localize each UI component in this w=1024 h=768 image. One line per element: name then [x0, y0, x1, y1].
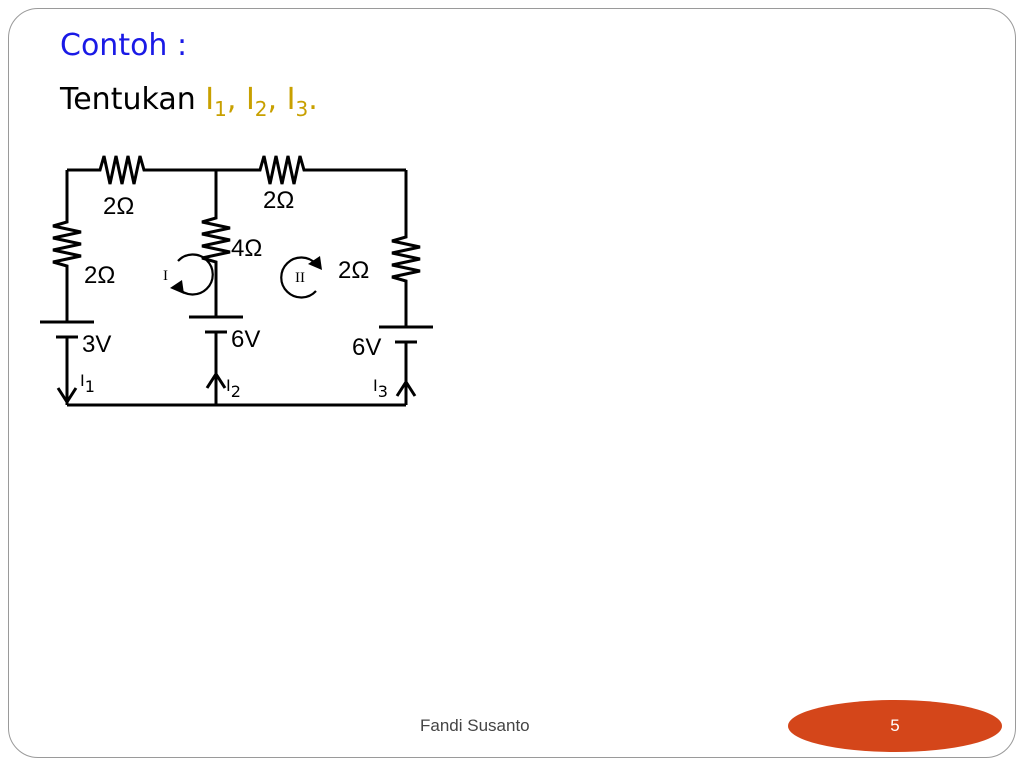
footer-author: Fandi Susanto [420, 716, 530, 735]
resistor-left-label: 2Ω [84, 262, 115, 289]
loop-arrow-1 [177, 253, 214, 296]
current-arrow-i1 [56, 387, 78, 405]
resistor-right-label: 2Ω [338, 257, 369, 284]
instruction-prefix: Tentukan [60, 82, 206, 117]
wire-right-upper [391, 170, 421, 327]
circuit-diagram: 2Ω 2Ω 2Ω 4Ω 2Ω 3V 6V 6V I II I1 I2 I3 [40, 155, 433, 407]
variable-i3: I3. [286, 82, 318, 121]
current-arrow-i3 [395, 379, 417, 397]
wire-top [67, 155, 406, 185]
resistor-top-right-label: 2Ω [263, 187, 294, 214]
page-number-badge: 5 [788, 700, 1002, 752]
resistor-top-left-label: 2Ω [103, 193, 134, 220]
battery-left-label: 3V [82, 331, 111, 358]
battery-middle-label: 6V [231, 326, 260, 353]
slide-title: Contoh : [60, 28, 188, 63]
instruction-text: Tentukan I1, I2, I3. [60, 82, 318, 121]
current-i1-label: I1 [80, 371, 95, 396]
variable-i1: I1, [205, 82, 246, 121]
wire-middle-upper [201, 170, 231, 317]
current-i2-label: I2 [226, 376, 241, 401]
slide-frame [8, 8, 1016, 758]
battery-right-label: 6V [352, 334, 381, 361]
wire-left-upper [52, 170, 82, 322]
resistor-middle-label: 4Ω [231, 235, 262, 262]
current-arrow-i2 [205, 371, 227, 389]
loop-2-label: II [295, 270, 305, 286]
variable-i2: I2, [245, 82, 287, 121]
current-i3-label: I3 [373, 376, 388, 401]
loop-arrow-2 [280, 256, 317, 299]
loop-1-label: I [163, 268, 168, 284]
